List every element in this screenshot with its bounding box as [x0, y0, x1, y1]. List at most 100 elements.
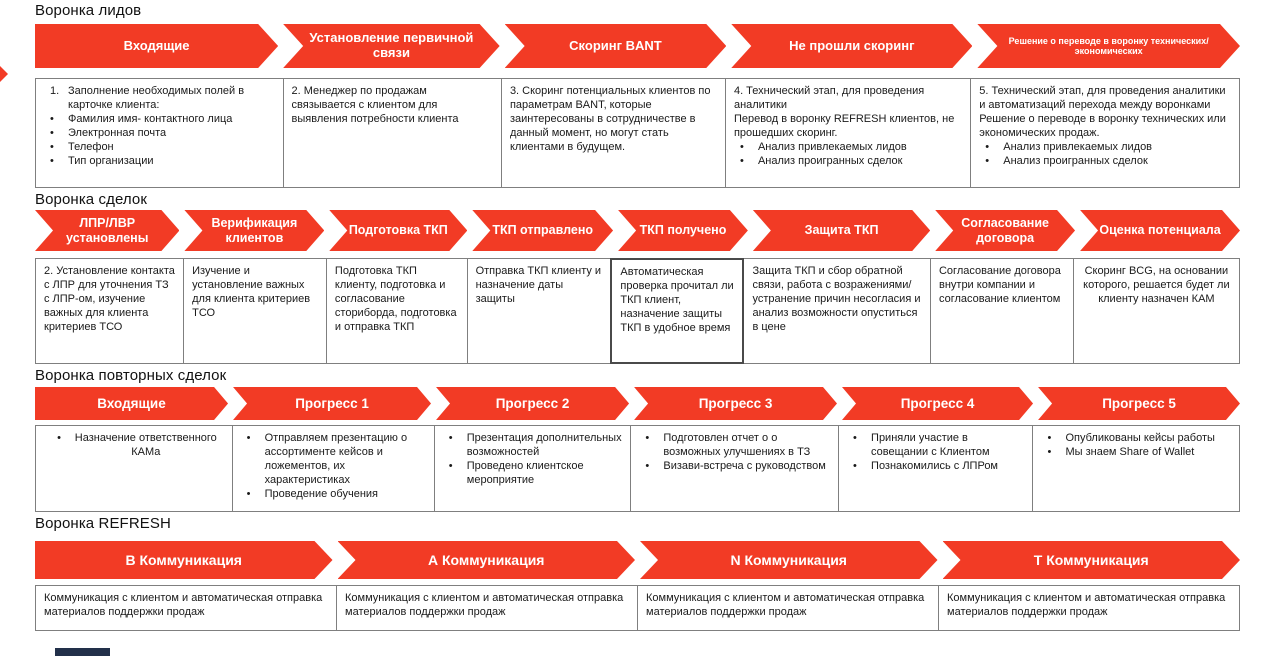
bullet-text: Опубликованы кейсы работы [1065, 432, 1215, 444]
description-row: Коммуникация с клиентом и автоматическая… [35, 585, 1240, 631]
funnel-stage-arrow: N Коммуникация [640, 541, 938, 579]
funnel-title: Воронка повторных сделок [35, 367, 227, 384]
bullet-line: • Визави-встреча с руководством [639, 460, 830, 474]
stage-description-box: Скоринг BCG, на основании которого, реша… [1072, 258, 1240, 364]
bullet-marker: 1. [50, 85, 60, 97]
stage-label: Скоринг BANT [569, 37, 662, 53]
description-text: Отправка ТКП клиенту и назначение даты з… [475, 265, 602, 305]
bullet-marker: • [50, 154, 54, 167]
stage-label: Прогресс 3 [698, 395, 773, 411]
description-text: 2. Менеджер по продажам связывается с кл… [291, 85, 459, 125]
stage-description-box: 4. Технический этап, для проведения анал… [724, 78, 972, 188]
description-text: 3. Скоринг потенциальных клиентов по пар… [509, 85, 711, 153]
bullet-line: •Анализ проигранных сделок [979, 155, 1231, 169]
stage-description-box: •Опубликованы кейсы работы•Мы знаем Shar… [1032, 425, 1240, 512]
description-text: Защита ТКП и сбор обратной связи, работа… [752, 265, 921, 333]
bullet-line: •Анализ привлекаемых лидов [734, 141, 962, 155]
edge-arrow-fragment [0, 66, 8, 82]
funnel-stage-arrow: Не прошли скоринг [731, 24, 972, 68]
stage-description-box: Подготовка ТКП клиенту, подготовка и сог… [325, 258, 468, 364]
description-text: Коммуникация с клиентом и автоматическая… [345, 592, 624, 618]
bullet-text: Мы знаем Share of Wallet [1065, 445, 1195, 458]
bullet-text: Познакомились с ЛПРом [871, 459, 998, 472]
bullet-line: • Анализ проигранных сделок [734, 155, 962, 169]
bullet-marker: • [985, 140, 990, 153]
stage-description-box: Отправка ТКП клиенту и назначение даты з… [466, 258, 612, 364]
description-text: Согласование договора внутри компании и … [938, 265, 1061, 305]
stage-description-box: Защита ТКП и сбор обратной связи, работа… [743, 258, 931, 364]
bullet-line: • Назначение ответственного КАМа [44, 432, 224, 460]
funnel-stage-arrow: Прогресс 3 [634, 387, 837, 420]
stage-description-box: Автоматическая проверка прочитал ли ТКП … [610, 258, 745, 364]
funnel-stage-arrow: Прогресс 1 [233, 387, 431, 420]
description-text: 2. Установление контакта с ЛПР для уточн… [44, 265, 175, 333]
funnel-stage-arrow: ТКП отправлено [472, 210, 613, 251]
stage-label: Согласование договора [961, 216, 1049, 245]
bullet-marker: • [645, 459, 650, 472]
description-text: 5. Технический этап, для проведения анал… [979, 85, 1226, 111]
bullet-marker: • [853, 459, 857, 472]
description-text: Автоматическая проверка прочитал ли ТКП … [620, 266, 734, 334]
bullet-text: Назначение ответственного КАМа [74, 432, 217, 458]
bullet-line: •Телефон [44, 141, 275, 155]
bullet-text: Визави-встреча с руководством [663, 459, 826, 472]
stage-description-box: 1.Заполнение необходимых полей в карточк… [35, 78, 284, 188]
bullet-line: •Тип организации [44, 155, 275, 169]
stage-description-box: 2. Менеджер по продажам связывается с кл… [282, 78, 502, 188]
stage-description-box: 2. Установление контакта с ЛПР для уточн… [35, 258, 185, 364]
stage-label: Установление первичной связи [309, 30, 474, 60]
bullet-text: Анализ проигранных сделок [757, 154, 903, 167]
funnel-title: Воронка REFRESH [35, 515, 171, 532]
bullet-line: 1.Заполнение необходимых полей в карточк… [44, 85, 275, 113]
stage-label: ЛПР/ЛВР установлены [66, 216, 149, 245]
description-row: 1.Заполнение необходимых полей в карточк… [35, 78, 1241, 188]
stage-description-box: Коммуникация с клиентом и автоматическая… [637, 585, 939, 631]
bullet-text: Подготовлен отчет о о возможных улучшени… [663, 432, 811, 458]
bullet-marker: • [739, 154, 744, 167]
description-text: Перевод в воронку REFRESH клиентов, не п… [733, 112, 955, 139]
stage-label: Прогресс 5 [1102, 395, 1176, 411]
bullet-text: Отправляем презентацию о ассортименте ке… [264, 432, 408, 486]
bullet-line: •Презентация дополнительных возможностей [443, 432, 623, 460]
funnel-stage-arrow: Решение о переводе в воронку технических… [977, 24, 1240, 68]
funnel-title: Воронка лидов [35, 2, 142, 19]
stage-label: Оценка потенциала [1099, 223, 1221, 238]
bullet-marker: • [50, 126, 54, 139]
funnel-title: Воронка сделок [35, 191, 148, 208]
funnel-stage-arrow: Защита ТКП [753, 210, 930, 251]
funnel-stage-arrow: Согласование договора [935, 210, 1075, 251]
description-text: Подготовка ТКП клиенту, подготовка и сог… [334, 265, 457, 333]
stage-label: Защита ТКП [804, 223, 879, 238]
bullet-marker: • [645, 432, 650, 444]
funnel-stage-arrow: А Коммуникация [338, 541, 636, 579]
funnel-stage-arrow: Прогресс 4 [842, 387, 1033, 420]
stage-label: А Коммуникация [428, 551, 545, 568]
bullet-marker: • [57, 432, 61, 444]
funnel-stage-arrow: Прогресс 2 [436, 387, 629, 420]
bullet-text: Презентация дополнительных возможностей [466, 432, 622, 458]
stage-label: Прогресс 4 [900, 395, 975, 411]
bullet-marker: • [448, 459, 453, 472]
stage-label: N Коммуникация [730, 551, 847, 568]
bullet-text: Анализ привлекаемых лидов [1003, 140, 1153, 153]
funnel-stage-arrow: Верификация клиентов [184, 210, 324, 251]
funnel-stage-arrow: Т Коммуникация [943, 541, 1241, 579]
stage-label: Прогресс 1 [295, 395, 369, 411]
bullet-line: • Анализ привлекаемых лидов [979, 141, 1231, 155]
bullet-line: • Подготовлен отчет о о возможных улучшен… [639, 432, 830, 460]
bullet-line: •Приняли участие в совещании с Клиентом [847, 432, 1024, 460]
bullet-marker: • [246, 432, 251, 444]
stage-description-box: Коммуникация с клиентом и автоматическая… [938, 585, 1240, 631]
funnel-stage-arrow: Скоринг BANT [505, 24, 727, 68]
stage-description-box: Коммуникация с клиентом и автоматическая… [35, 585, 337, 631]
stage-description-box: •Презентация дополнительных возможностей… [433, 425, 632, 512]
bullet-line: •Мы знаем Share of Wallet [1041, 446, 1231, 460]
description-text: Изучение и установление важных для клиен… [192, 265, 311, 319]
description-text: Коммуникация с клиентом и автоматическая… [646, 592, 925, 618]
